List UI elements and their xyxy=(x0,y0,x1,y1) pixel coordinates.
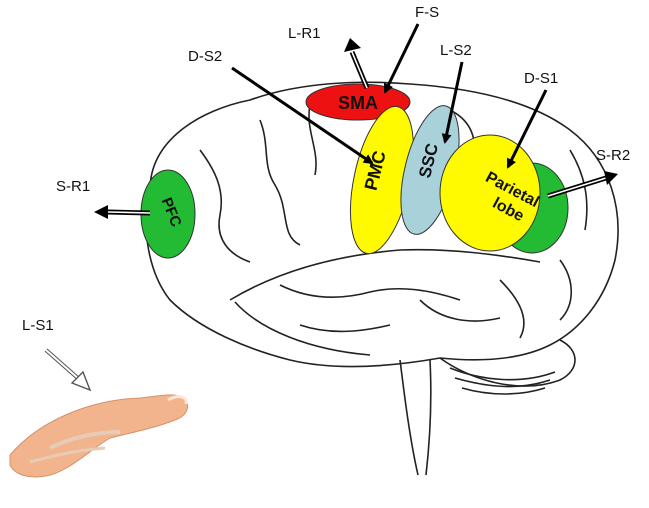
label-fs: F-S xyxy=(415,4,439,21)
label-ds1: D-S1 xyxy=(524,70,558,87)
label-sr2: S-R2 xyxy=(596,147,630,164)
arrow-lr1 xyxy=(344,38,370,89)
arrow-sr1 xyxy=(94,205,151,219)
label-ds2: D-S2 xyxy=(188,48,222,65)
arrow-ls2 xyxy=(441,61,464,144)
label-ls2: L-S2 xyxy=(440,42,472,59)
brain-outline xyxy=(145,81,619,476)
sma-label: SMA xyxy=(338,93,378,113)
label-ls1: L-S1 xyxy=(22,317,54,334)
arrow-fs xyxy=(383,23,420,94)
arrow-ds2 xyxy=(231,66,374,165)
arrow-ds1 xyxy=(506,89,548,169)
label-sr1: S-R1 xyxy=(56,178,90,195)
arrow-ls1 xyxy=(44,348,92,392)
arrow-sr2 xyxy=(547,171,618,199)
hand-illustration xyxy=(9,394,189,478)
label-lr1: L-R1 xyxy=(288,25,321,42)
